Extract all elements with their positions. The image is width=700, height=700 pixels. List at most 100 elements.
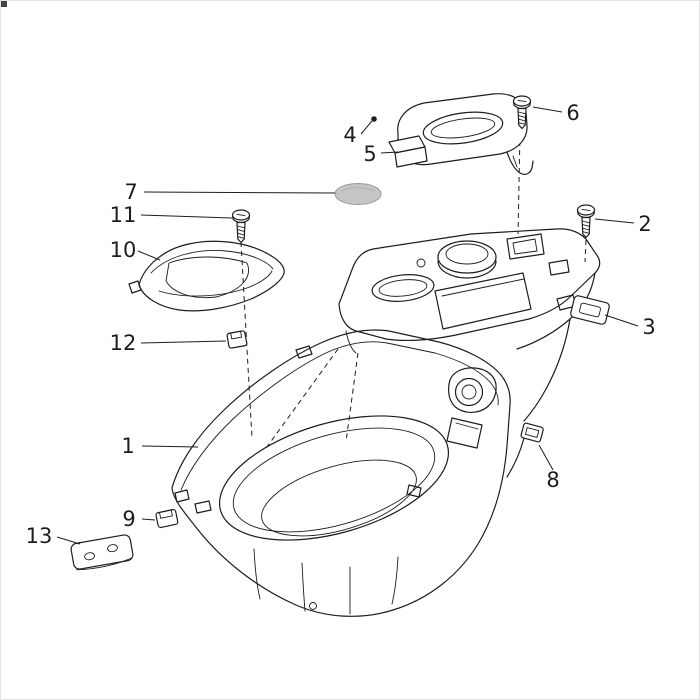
callout-label-11: 11 — [110, 203, 137, 227]
leader-line-1 — [141, 445, 199, 448]
bracket-body — [570, 295, 610, 325]
part-cover-10 — [128, 240, 285, 312]
plate13-hole-2 — [107, 544, 118, 553]
rim-tab-left — [174, 489, 190, 503]
boss-tab — [446, 417, 483, 449]
deck-port-lip — [437, 260, 497, 279]
clip-slot — [159, 509, 173, 519]
deck-small-hole — [416, 258, 426, 268]
bracket-slot — [579, 302, 601, 318]
callout-label-5: 5 — [363, 142, 376, 166]
plate13-hole-1 — [84, 552, 95, 561]
bowl-contour-1 — [253, 548, 261, 600]
deck-recess-inner — [441, 278, 525, 297]
part-screw-2 — [576, 204, 596, 239]
plate13-body — [70, 534, 134, 570]
leader-line-6 — [532, 106, 563, 113]
callout-label-2: 2 — [638, 212, 651, 236]
cover-ridge-top — [150, 250, 274, 274]
callout-3: 3 — [604, 314, 656, 339]
deck-outline — [338, 228, 601, 342]
deck-recess — [434, 272, 532, 330]
leader-line-13 — [56, 536, 81, 545]
plate13-edge — [76, 557, 132, 571]
clip-body — [520, 422, 544, 443]
bottom-screw-dot — [309, 602, 317, 610]
callout-label-12: 12 — [110, 331, 137, 355]
boss-outer — [454, 377, 484, 407]
projection-inner-2 — [345, 352, 359, 443]
deck-left-join — [345, 330, 357, 354]
callout-7: 7 — [124, 180, 336, 204]
cover-ridge-bottom — [158, 270, 273, 297]
deck-pocket-oval-inner — [378, 279, 428, 297]
rim-tab-top — [295, 345, 313, 359]
callout-label-10: 10 — [110, 238, 137, 262]
leader-line-7 — [143, 191, 336, 194]
projection-screw2 — [584, 239, 587, 263]
leader-line-2 — [594, 218, 635, 224]
bucket-rim-inner — [180, 341, 499, 491]
callout-1: 1 — [121, 434, 199, 458]
leader-line-3 — [604, 314, 639, 327]
part-clip-12 — [226, 330, 248, 349]
callout-5: 5 — [363, 142, 399, 166]
callout-10: 10 — [110, 238, 161, 262]
rubber-cap-highlight — [340, 187, 376, 192]
plate-latch-hook — [506, 151, 534, 175]
callout-label-6: 6 — [566, 101, 579, 125]
part-bracket-3 — [570, 295, 610, 325]
cover-center-band — [165, 256, 249, 299]
plate-slot-inner — [430, 117, 496, 139]
leader-line-9 — [141, 518, 156, 521]
rim-tab-well — [406, 484, 422, 498]
callout-label-1: 1 — [121, 434, 134, 458]
bowl-contour-2 — [301, 562, 306, 612]
bucket-outline — [171, 329, 511, 617]
callout-label-4: 4 — [343, 123, 356, 147]
boss-housing — [448, 367, 497, 413]
callout-label-8: 8 — [546, 468, 559, 492]
projection-screw6 — [517, 131, 521, 235]
callout-11: 11 — [110, 203, 233, 227]
part-rubber-cap-7 — [334, 183, 382, 205]
clip-body — [226, 330, 248, 349]
callouts: 1 2 3 4 5 6 7 8 — [26, 101, 656, 548]
callout-6: 6 — [532, 101, 580, 125]
callout-label-9: 9 — [122, 507, 135, 531]
leader-line-5 — [380, 151, 399, 154]
leader-line-11 — [140, 214, 233, 219]
clip-slot — [524, 427, 540, 438]
part-deck — [338, 228, 601, 478]
corner-artifact — [1, 1, 7, 7]
well-bowl-bottom — [261, 459, 417, 537]
deck-port-outer — [437, 240, 497, 274]
part-plate-13 — [70, 534, 134, 571]
plate-slot-outer — [422, 111, 504, 145]
boss-inner — [461, 384, 477, 400]
projection-lines — [240, 131, 587, 452]
cover-left-clip — [128, 280, 142, 294]
spacer-front-face — [394, 146, 428, 168]
body-right-contour-lower — [506, 437, 525, 478]
callout-label-13: 13 — [26, 524, 53, 548]
callout-8: 8 — [538, 444, 560, 492]
deck-port-inner — [445, 243, 489, 265]
leader-line-12 — [140, 340, 227, 344]
part-spacer-5 — [388, 135, 428, 168]
callout-13: 13 — [26, 524, 81, 548]
well-opening-outer — [218, 415, 450, 541]
projection-inner-1 — [263, 348, 339, 452]
part-screw-11 — [231, 209, 251, 244]
rubber-cap — [334, 183, 382, 205]
bowl-contour-4 — [391, 556, 399, 605]
well-opening-inner — [232, 427, 436, 533]
deck-pocket-oval — [371, 274, 435, 302]
body-right-contour — [523, 318, 571, 422]
rim-tab-lower-left — [194, 500, 212, 514]
deck-cutout-2 — [548, 259, 570, 276]
leader-line-8 — [538, 444, 554, 471]
callout-9: 9 — [122, 507, 156, 531]
